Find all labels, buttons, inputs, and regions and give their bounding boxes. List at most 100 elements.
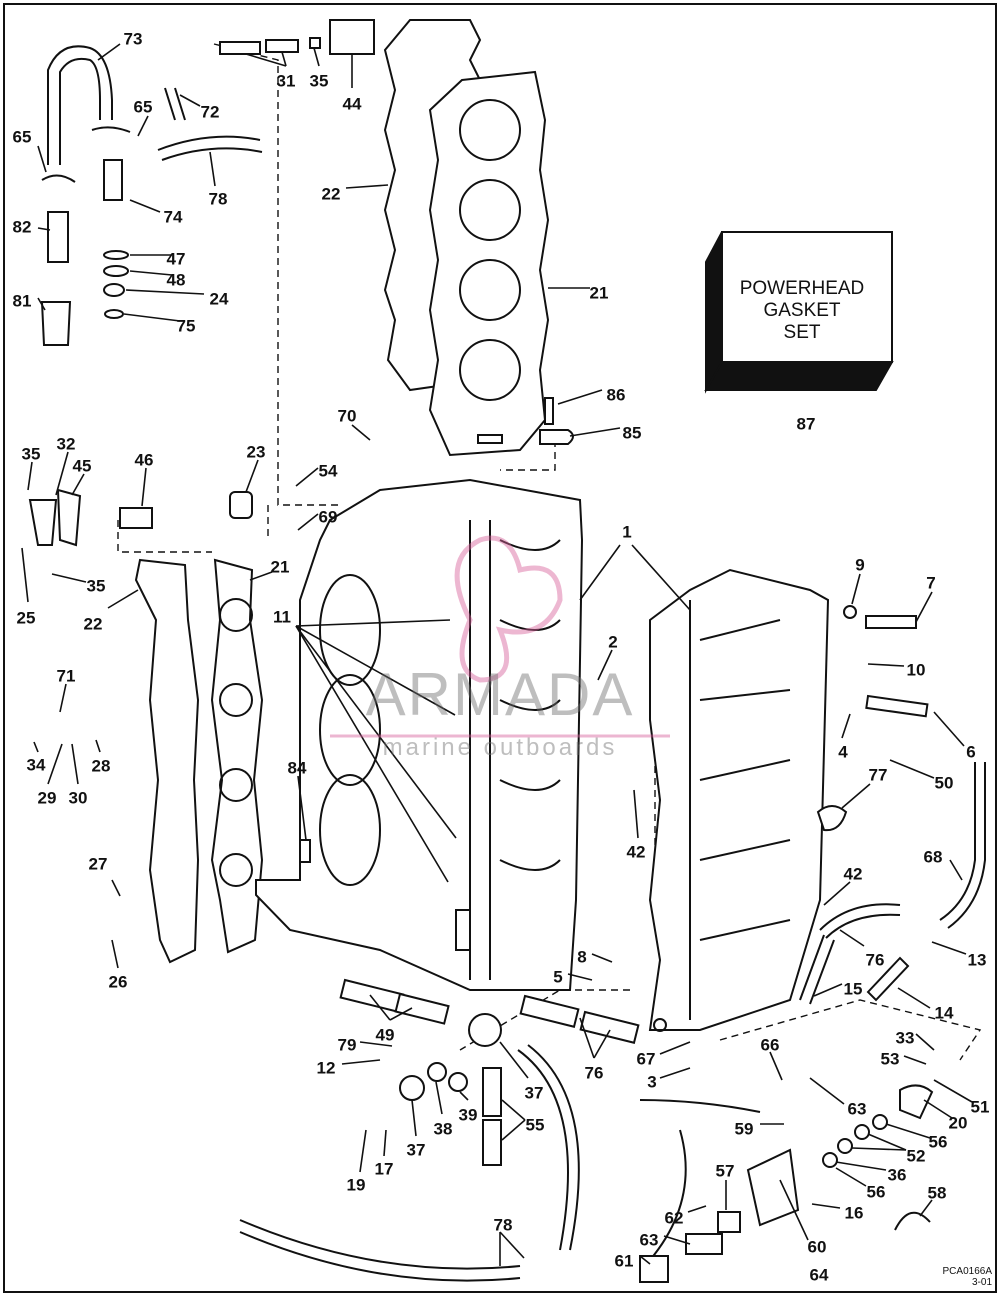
callout-c21b: 21 xyxy=(271,557,290,576)
callout-c34: 34 xyxy=(27,755,46,774)
leader-lines xyxy=(21,43,973,1266)
callout-c62: 62 xyxy=(665,1208,684,1227)
callout-c42a: 42 xyxy=(627,842,646,861)
callout-c7: 7 xyxy=(926,573,935,592)
callout-c42b: 42 xyxy=(844,864,863,883)
callout-c51: 51 xyxy=(971,1097,990,1116)
callout-c37b: 37 xyxy=(407,1140,426,1159)
callout-c3: 3 xyxy=(647,1072,656,1091)
callout-c71: 71 xyxy=(57,666,76,685)
callout-c74: 74 xyxy=(164,207,183,226)
figure-code-suffix: 3-01 xyxy=(971,1277,992,1288)
callout-c76a: 76 xyxy=(866,950,885,969)
callout-c11: 11 xyxy=(273,607,291,626)
callout-c56b: 56 xyxy=(867,1182,886,1201)
gasket-set-box-label: POWERHEAD GASKET SET xyxy=(722,278,882,344)
callout-c85: 85 xyxy=(623,423,642,442)
callout-c9: 9 xyxy=(855,555,864,574)
callout-c28: 28 xyxy=(92,756,111,775)
callout-c75: 75 xyxy=(177,316,196,335)
callout-c22a: 22 xyxy=(322,184,341,203)
callout-c64: 64 xyxy=(810,1265,829,1284)
callout-c36: 36 xyxy=(888,1165,907,1184)
callout-c55: 55 xyxy=(526,1115,545,1134)
callout-c50: 50 xyxy=(935,773,954,792)
callout-c48: 48 xyxy=(167,270,186,289)
callout-c56a: 56 xyxy=(929,1132,948,1151)
head-assembly-left xyxy=(28,488,264,964)
figure-code: PCA0166A 3-01 xyxy=(943,1266,992,1288)
callout-c46: 46 xyxy=(135,450,154,469)
callout-c60: 60 xyxy=(808,1237,827,1256)
callout-c77: 77 xyxy=(869,765,888,784)
callout-c78b: 78 xyxy=(494,1215,513,1234)
callout-c10: 10 xyxy=(907,660,926,679)
callout-c68: 68 xyxy=(924,847,943,866)
callout-c86: 86 xyxy=(607,385,626,404)
callout-c45: 45 xyxy=(73,456,92,475)
callout-c8: 8 xyxy=(577,947,586,966)
callout-c16: 16 xyxy=(845,1203,864,1222)
callout-c65b: 65 xyxy=(13,127,32,146)
primer-hose-group xyxy=(40,45,263,346)
callout-c78a: 78 xyxy=(209,189,228,208)
callout-c76b: 76 xyxy=(585,1063,604,1082)
callout-c63b: 63 xyxy=(640,1230,659,1249)
callout-c12: 12 xyxy=(317,1058,336,1077)
callout-c30: 30 xyxy=(69,788,88,807)
callout-c20: 20 xyxy=(949,1113,968,1132)
callout-c25: 25 xyxy=(17,608,36,627)
callout-c82: 82 xyxy=(13,217,32,236)
crankcase xyxy=(648,568,830,1032)
callout-c57: 57 xyxy=(716,1161,735,1180)
clip-screw-85-86 xyxy=(539,397,574,445)
callout-c66: 66 xyxy=(761,1035,780,1054)
callout-c79: 79 xyxy=(338,1035,357,1054)
callout-c49: 49 xyxy=(376,1025,395,1044)
callout-c26: 26 xyxy=(109,972,128,991)
callout-c2: 2 xyxy=(608,632,617,651)
callout-c54: 54 xyxy=(319,461,338,480)
callout-c33: 33 xyxy=(896,1028,915,1047)
callout-c67: 67 xyxy=(637,1049,656,1068)
callout-c24: 24 xyxy=(210,289,229,308)
frame-border xyxy=(3,3,997,1293)
callout-c39: 39 xyxy=(459,1105,478,1124)
callout-c32: 32 xyxy=(57,434,76,453)
callout-c63a: 63 xyxy=(848,1099,867,1118)
callout-c35b: 35 xyxy=(22,444,41,463)
lower-parts xyxy=(239,978,934,1283)
callout-c22b: 22 xyxy=(84,614,103,633)
right-hoses xyxy=(799,605,986,1005)
callout-c65a: 65 xyxy=(134,97,153,116)
callout-c53: 53 xyxy=(881,1049,900,1068)
callout-c47: 47 xyxy=(167,249,186,268)
callout-c58: 58 xyxy=(928,1183,947,1202)
callout-c27: 27 xyxy=(89,854,108,873)
callout-c15: 15 xyxy=(844,979,863,998)
callout-c72: 72 xyxy=(201,102,220,121)
callout-c5: 5 xyxy=(553,967,562,986)
cylinder-block xyxy=(255,478,584,991)
callout-c35a: 35 xyxy=(310,71,329,90)
callout-c87: 87 xyxy=(797,414,816,433)
callout-c17: 17 xyxy=(375,1159,394,1178)
callout-c31: 31 xyxy=(277,71,296,90)
callout-c70: 70 xyxy=(338,406,357,425)
callout-c59: 59 xyxy=(735,1119,754,1138)
callout-c4: 4 xyxy=(838,742,848,761)
box-label-line: GASKET xyxy=(763,300,841,321)
callout-c52: 52 xyxy=(907,1146,926,1165)
box-label-line: SET xyxy=(783,322,821,343)
watermark-name: ARMADA xyxy=(365,661,635,728)
callout-c61: 61 xyxy=(615,1251,634,1270)
callout-c44: 44 xyxy=(343,94,362,113)
callout-c73: 73 xyxy=(124,29,143,48)
callout-c1: 1 xyxy=(622,522,631,541)
callout-c29: 29 xyxy=(38,788,57,807)
figure-code-main: PCA0166A xyxy=(942,1266,992,1277)
gasket-set-box xyxy=(704,231,894,394)
